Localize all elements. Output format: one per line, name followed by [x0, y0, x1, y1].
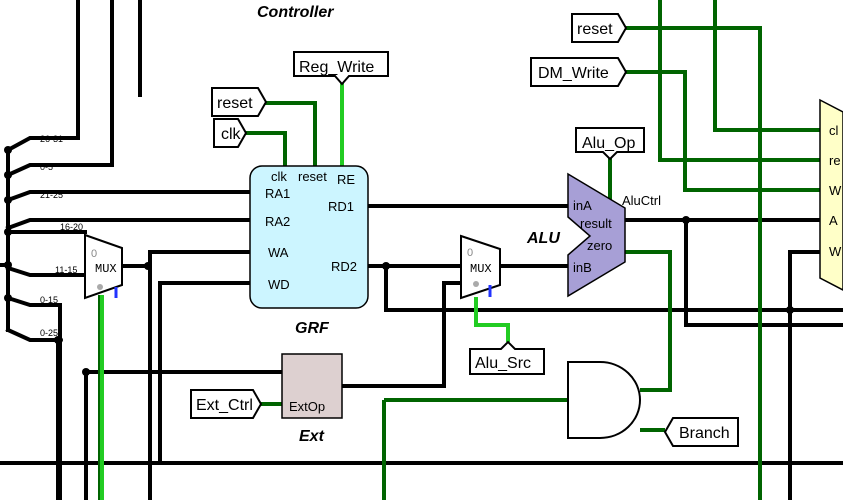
grf-block[interactable]: clk reset RE RA1 RA2 WA WD RD1 RD2 [249, 165, 369, 309]
alu-port-zero: zero [587, 238, 612, 253]
junction-dots [4, 146, 794, 376]
dm-port: re [829, 153, 841, 168]
green-wires [98, 0, 820, 500]
mux-1-label: MUX [95, 262, 117, 276]
tunnel-dm-write[interactable]: DM_Write [530, 57, 628, 87]
splitter-label: 11-15 [55, 265, 77, 275]
tunnel-reset-top-label: reset [577, 21, 613, 38]
splitter-label: 21-25 [40, 190, 63, 200]
splitter-label: 26-31 [40, 134, 63, 144]
tunnel-alu-op[interactable]: Alu_Op [575, 127, 645, 161]
tunnel-clk-label: clk [221, 126, 242, 143]
tunnel-alu-op-label: Alu_Op [582, 135, 635, 152]
mux-1-sel0: 0 [91, 248, 97, 260]
tunnel-ext-ctrl[interactable]: Ext_Ctrl [190, 389, 263, 419]
grf-port-re: RE [337, 172, 355, 187]
data-memory-block[interactable]: cl re W A W [819, 98, 843, 291]
alu-block[interactable]: inA result zero inB AluCtrl [567, 172, 661, 298]
tunnel-branch[interactable]: Branch [663, 417, 739, 447]
grf-port-ra2: RA2 [265, 214, 290, 229]
tunnel-dm-write-label: DM_Write [538, 65, 609, 82]
ext-block[interactable]: ExtOp [281, 353, 343, 419]
mux-1[interactable]: MUX 0 [84, 233, 123, 300]
grf-port-ra1: RA1 [265, 186, 290, 201]
alu-port-inb: inB [573, 260, 592, 275]
tunnel-branch-label: Branch [679, 425, 730, 442]
dm-port: W [829, 183, 842, 198]
tunnel-reset-grf-label: reset [217, 95, 253, 112]
grf-port-reset: reset [298, 169, 327, 184]
tunnel-reg-write-label: Reg_Write [299, 59, 374, 76]
dm-port: cl [829, 123, 839, 138]
alu-port-aluctrl: AluCtrl [622, 193, 661, 208]
splitter-label: 16-20 [60, 222, 83, 232]
splitter-labels: 26-31 0-5 21-25 16-20 11-15 0-15 0-25 [40, 134, 83, 338]
grf-label: GRF [295, 320, 330, 337]
dm-port: A [829, 213, 838, 228]
splitter-label: 0-5 [40, 162, 53, 172]
ext-port-extop: ExtOp [289, 399, 325, 414]
alu-port-ina: inA [573, 198, 592, 213]
grf-port-wd: WD [268, 277, 290, 292]
mux-2[interactable]: MUX 0 [460, 234, 501, 300]
tunnel-reset-top[interactable]: reset [571, 13, 628, 43]
mux-2-sel0: 0 [467, 247, 473, 259]
mux-2-label: MUX [470, 262, 492, 276]
and-gate[interactable] [567, 361, 641, 439]
tunnel-alu-src-label: Alu_Src [475, 355, 531, 372]
tunnel-reset-grf[interactable]: reset [211, 87, 268, 117]
grf-port-clk: clk [271, 169, 287, 184]
splitter-label: 0-25 [40, 328, 58, 338]
dm-port: W [829, 244, 842, 259]
grf-port-rd1: RD1 [328, 199, 354, 214]
grf-port-rd2: RD2 [331, 259, 357, 274]
tunnel-ext-ctrl-label: Ext_Ctrl [196, 397, 253, 414]
tunnel-clk[interactable]: clk [213, 118, 248, 148]
grf-port-wa: WA [268, 245, 289, 260]
alu-port-result: result [580, 216, 612, 231]
ext-label: Ext [299, 428, 325, 445]
tunnel-alu-src[interactable]: Alu_Src [469, 340, 545, 375]
alu-label: ALU [526, 230, 560, 247]
page-title: Controller [257, 4, 334, 21]
splitter-label: 0-15 [40, 295, 58, 305]
tunnel-reg-write[interactable]: Reg_Write [293, 51, 389, 86]
